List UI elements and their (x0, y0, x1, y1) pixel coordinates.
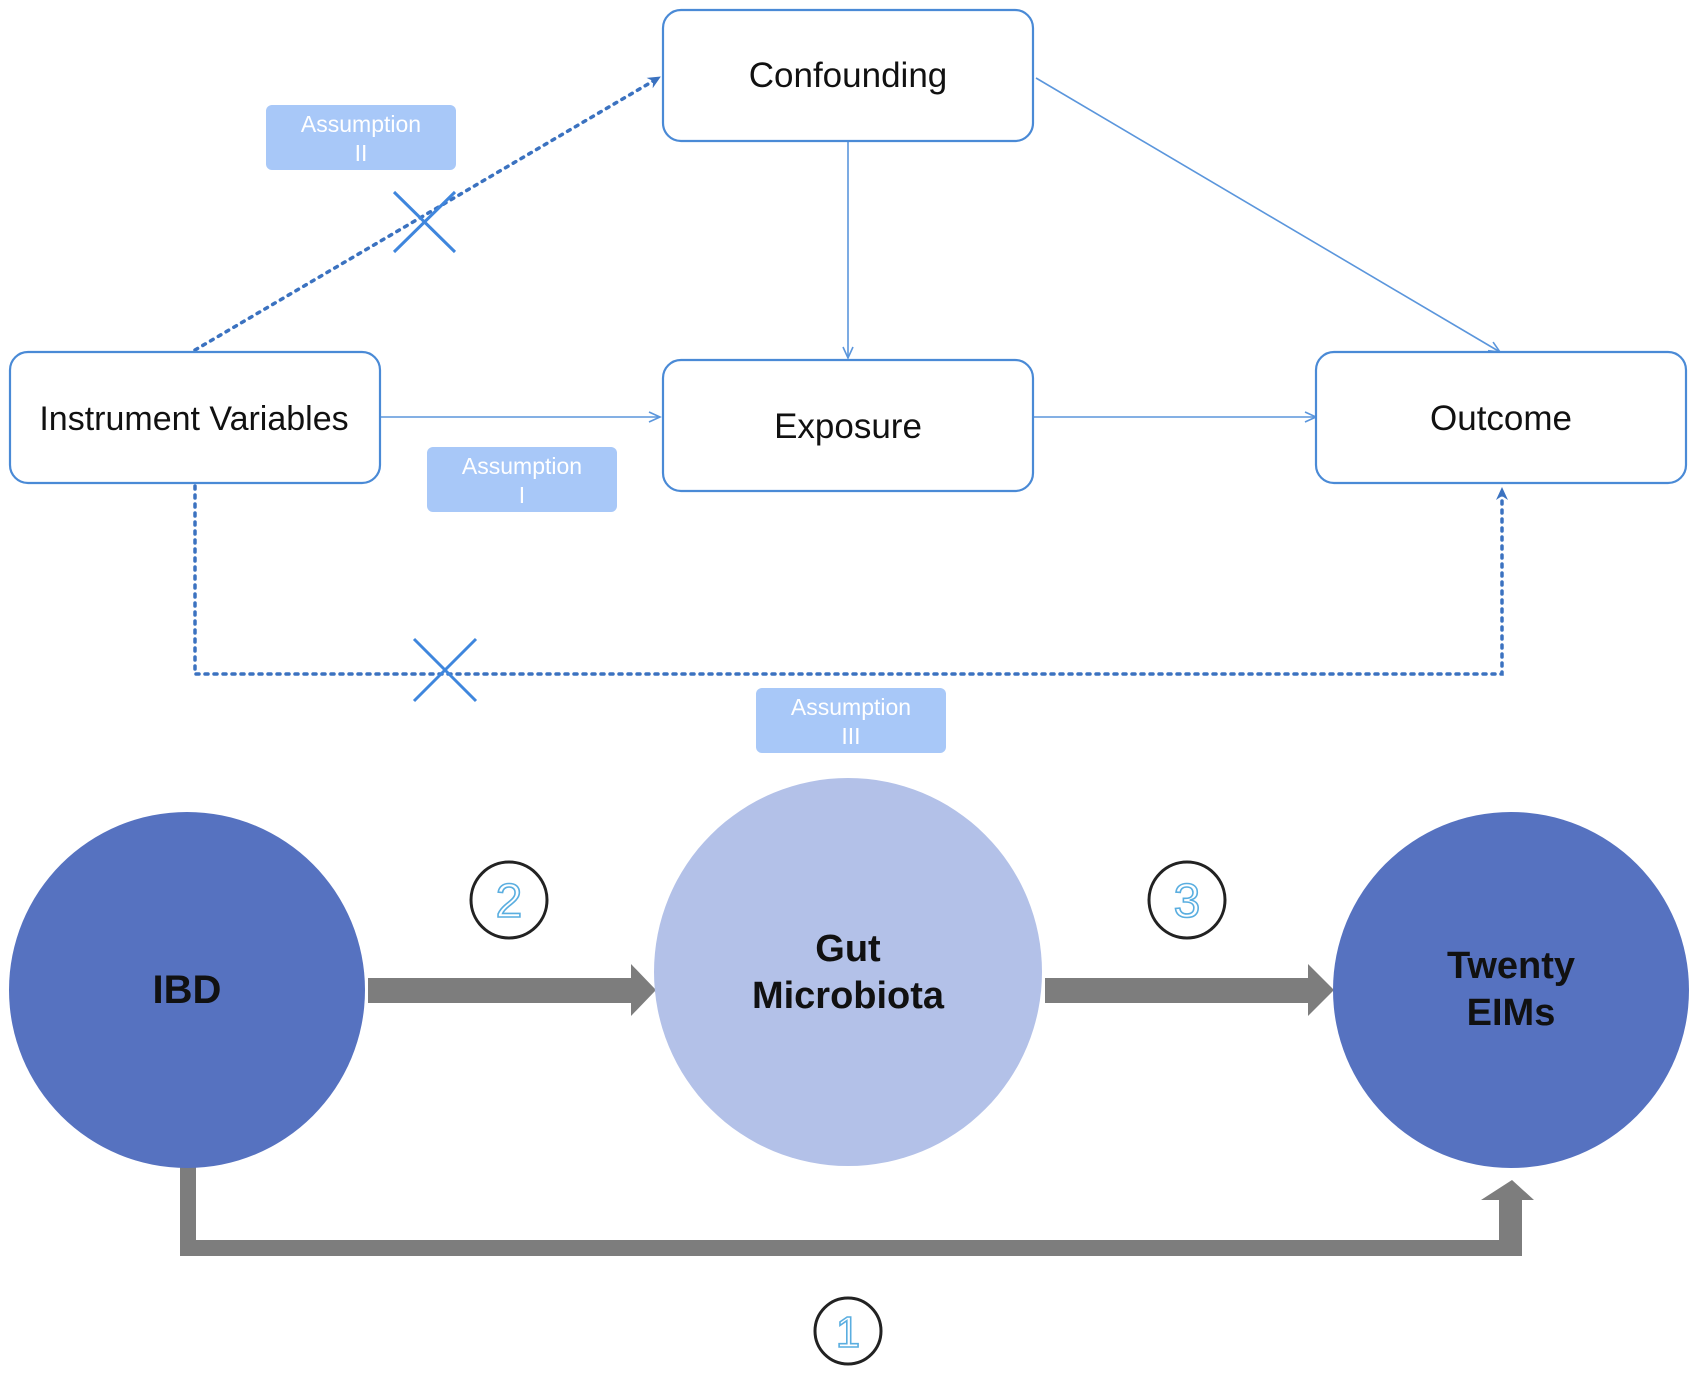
assumption-iii-line2: III (841, 723, 860, 749)
gray-arrow-ibd-to-gut (368, 964, 656, 1016)
dotted-arrow-instrument-to-outcome (193, 484, 1508, 676)
node-exposure-label: Exposure (774, 407, 922, 446)
node-confounding-label: Confounding (749, 56, 948, 95)
path-number-1-label: 1 (836, 1308, 860, 1357)
node-confounding: Confounding (661, 8, 1035, 143)
path-number-3: 3 (1147, 860, 1227, 940)
gut-label-line1: Gut (815, 928, 881, 970)
gut-label-line2: Microbiota (752, 975, 945, 1017)
assumption-iii-line1: Assumption (791, 694, 911, 720)
path-number-2: 2 (469, 860, 549, 940)
circle-gut-microbiota: Gut Microbiota (654, 778, 1042, 1166)
assumption-ii-line2: II (355, 140, 368, 166)
circle-twenty-eims: Twenty EIMs (1333, 812, 1689, 1168)
path-number-3-label: 3 (1174, 875, 1201, 928)
circle-ibd: IBD (9, 812, 365, 1168)
node-outcome: Outcome (1314, 350, 1688, 485)
assumption-ii-line1: Assumption (301, 111, 421, 137)
eims-label-line1: Twenty (1447, 945, 1575, 987)
eims-label-line2: EIMs (1467, 992, 1556, 1034)
dotted-arrow-instrument-to-confounding (193, 75, 662, 352)
assumption-i-badge: Assumption I (427, 447, 617, 512)
x-mark-icon (412, 637, 478, 703)
node-exposure: Exposure (661, 358, 1035, 493)
assumption-i-line1: Assumption (462, 453, 582, 479)
arrow-confounding-to-outcome (1035, 77, 1502, 353)
path-number-1: 1 (813, 1296, 883, 1366)
x-mark-icon (392, 190, 457, 254)
assumption-iii-badge: Assumption III (756, 688, 946, 753)
assumption-ii-badge: Assumption II (266, 105, 456, 170)
node-instrument-label: Instrument Variables (39, 400, 348, 438)
ibd-label: IBD (153, 968, 222, 1012)
gray-arrow-gut-to-eims (1045, 964, 1334, 1016)
node-outcome-label: Outcome (1430, 399, 1572, 438)
assumption-i-line2: I (519, 482, 525, 508)
gray-arrow-ibd-to-eims (180, 1150, 1534, 1256)
node-instrument-variables: Instrument Variables (8, 350, 382, 485)
path-number-2-label: 2 (496, 875, 523, 928)
